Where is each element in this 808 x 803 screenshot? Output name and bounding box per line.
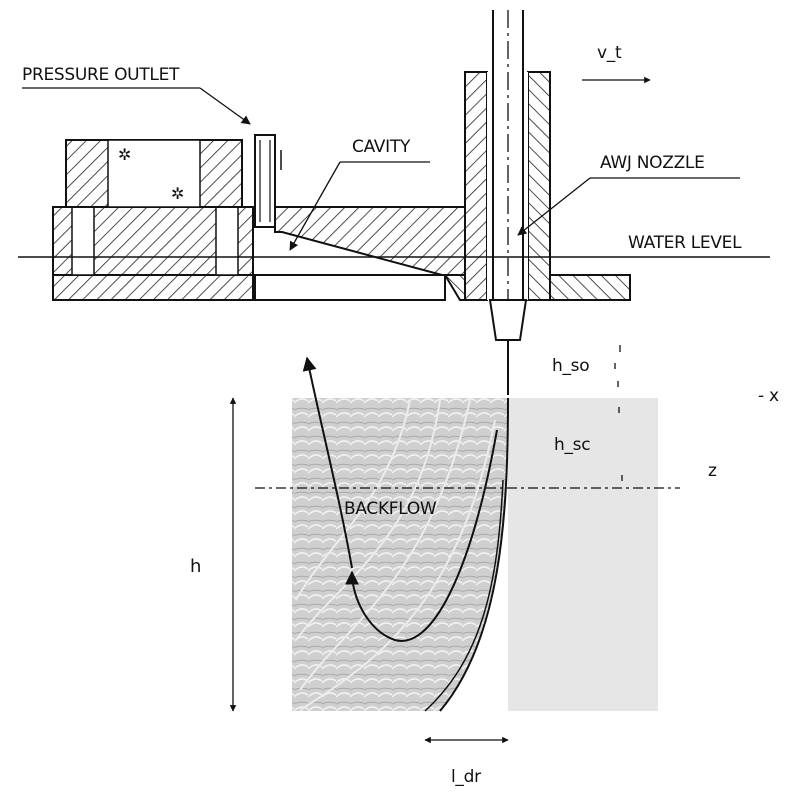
cavity-lower-channel [254, 274, 446, 301]
fixture-star-1: ✲ [118, 145, 131, 164]
cavity-corner [443, 274, 466, 301]
pressure-outlet-tube [254, 134, 276, 228]
h-sc-label: h_sc [554, 435, 590, 455]
kerf-striated-surface [292, 398, 508, 711]
bolt-slot-right [215, 206, 239, 276]
awj-nozzle-tip [488, 299, 528, 341]
z-axis-label: z [708, 461, 717, 481]
cavity-wedge-plate [274, 206, 466, 276]
h-label: h [190, 556, 201, 577]
nozzle-holder-left-wall [464, 71, 488, 301]
striation-lines [295, 399, 496, 711]
fixture-right-plate [549, 274, 631, 301]
fixture-top-opening [107, 139, 201, 208]
fixture-base-plate [52, 274, 254, 301]
fixture-star-2: ✲ [171, 184, 184, 203]
backflow-label: BACKFLOW [344, 499, 437, 519]
v-t-label: v_t [597, 43, 622, 63]
cavity-leader [289, 161, 341, 251]
bolt-slot-left [71, 206, 95, 276]
water-level-label: WATER LEVEL [628, 233, 742, 253]
x-axis-label: - x [758, 386, 779, 406]
height-tick-marks [614, 345, 623, 481]
cutting-front-inner [424, 479, 504, 712]
workpiece-uncut [508, 398, 658, 711]
cutting-front [439, 397, 509, 712]
nozzle-holder-right-wall [527, 71, 551, 301]
awj-nozzle-leader [517, 177, 591, 236]
cavity-label: CAVITY [352, 137, 411, 157]
awj-nozzle-label: AWJ NOZZLE [600, 153, 705, 173]
backflow-curve [345, 429, 498, 642]
pressure-outlet-label: PRESSURE OUTLET [22, 65, 180, 85]
l-dr-label: l_dr [451, 767, 481, 787]
h-so-label: h_so [552, 356, 589, 376]
pressure-outlet-leader [199, 87, 251, 125]
backflow-return-curve [302, 356, 353, 569]
